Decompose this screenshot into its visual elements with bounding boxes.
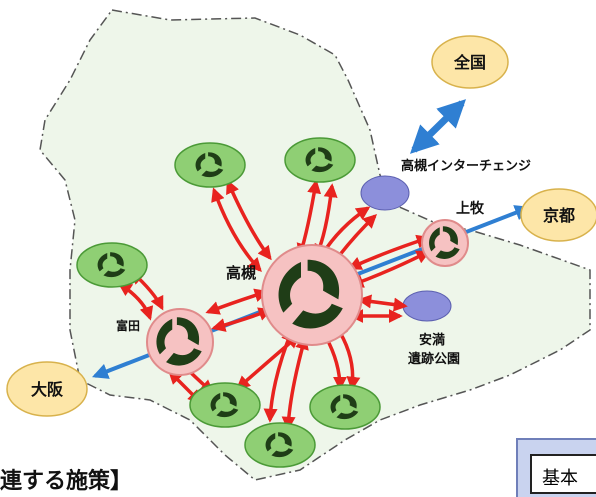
osaka-label: 大阪: [31, 380, 64, 399]
satellite-nw1: [174, 142, 246, 188]
interchange-marker: [360, 175, 410, 211]
takatsuki-label: 高槻: [226, 264, 256, 282]
kamimaki-label: 上牧: [456, 200, 485, 217]
ama-park-label-line2: 遺跡公園: [407, 351, 460, 367]
destination-osaka: 大阪: [6, 361, 88, 417]
kyoto-label: 京都: [543, 206, 575, 225]
satellite-w: [76, 242, 148, 288]
destination-zenkoku: 全国: [431, 35, 509, 89]
basic-box-label: 基本: [530, 454, 596, 494]
satellite-sw: [189, 382, 261, 428]
basic-box: 基本: [516, 438, 596, 497]
satellite-n: [284, 137, 356, 183]
satellite-se: [309, 384, 381, 430]
national-link-arrow: [409, 99, 467, 154]
destination-kyoto: 京都: [520, 188, 596, 242]
hub-takatsuki: [261, 244, 363, 346]
section-caption: 連する施策】: [0, 469, 133, 494]
ama-park-label-line1: 安満: [419, 332, 445, 348]
hub-kamimaki: [421, 219, 469, 267]
zenkoku-label: 全国: [453, 53, 486, 72]
ama-park-marker: [402, 290, 452, 322]
tonda-label: 富田: [116, 318, 140, 333]
hub-tonda: [146, 308, 214, 376]
satellite-s: [244, 422, 316, 468]
interchange-label: 高槻インターチェンジ: [401, 158, 531, 174]
